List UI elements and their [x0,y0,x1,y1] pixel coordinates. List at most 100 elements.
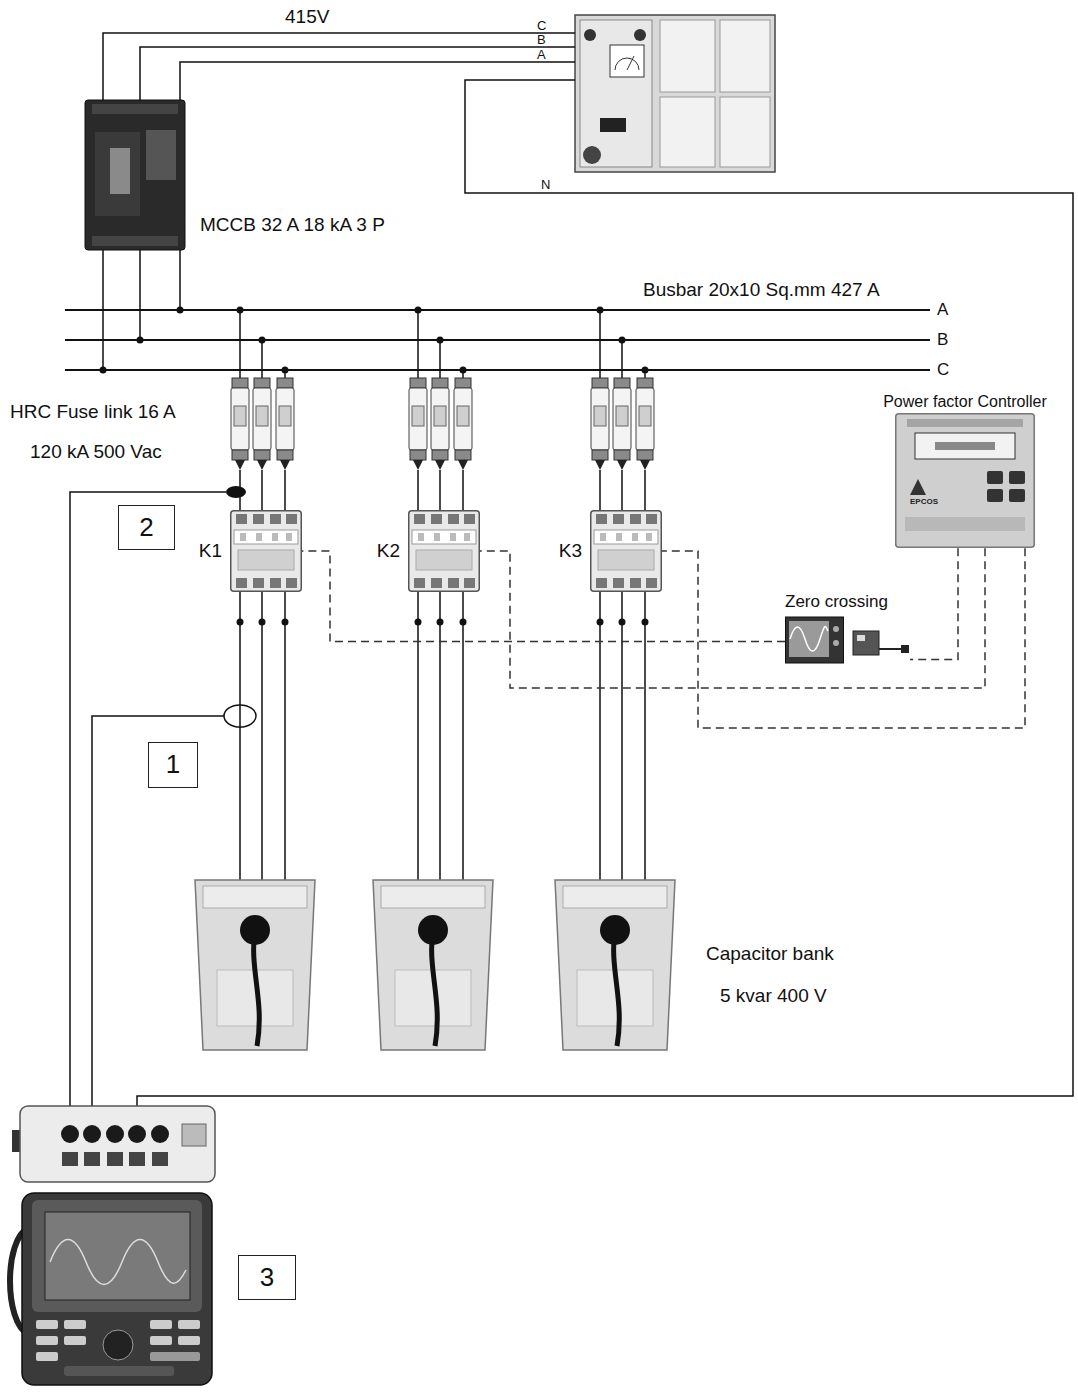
panel-door [720,20,770,92]
contactor: K2 [377,510,480,592]
contactor: K1 [199,510,302,592]
fuse-rating: 120 kA 500 Vac [30,441,162,464]
panel-door [660,20,715,92]
capacitor-unit [195,880,315,1050]
contactor-terminal [613,514,624,524]
callout-number: 2 [139,512,153,543]
breaker-terminals [92,236,178,246]
breaker-terminals [92,104,178,114]
junction-dot [642,619,649,626]
panel-door [660,97,715,167]
input-socket [62,1152,78,1166]
analyzer-input-module [12,1106,215,1182]
phase-label: B [537,33,546,46]
phase-label: A [537,48,546,61]
zero-crossing-module: Zero crossing [785,592,910,667]
contactor-indicator [464,533,470,541]
contactor-body [591,511,662,592]
hrc-fuse [253,378,271,470]
contactor-terminal [414,514,425,524]
contactor-indicator [600,533,606,541]
panel-knob [583,146,601,164]
contactor-terminal [448,578,459,588]
junction-dot [237,619,244,626]
control-wire [302,551,785,641]
scope-body [786,617,844,663]
contactor-indicator [256,533,262,541]
contactor-label: K2 [377,540,400,563]
voltage-clip [226,486,246,498]
analyzer-button [178,1320,200,1329]
neutral-label: N [541,178,550,191]
contactor-indicator [286,533,292,541]
control-wire [910,548,958,659]
contactor-window [412,530,476,544]
hrc-fuse [454,378,472,470]
junction-dot [460,367,467,374]
junction-dot [415,619,422,626]
capacitor-unit [555,880,675,1050]
contactor-terminal [270,514,281,524]
pilot-lamp [584,29,596,41]
phase-wire [140,47,575,100]
current-clamp [224,705,256,727]
junction-dot [177,307,184,314]
input-socket [84,1152,100,1166]
contactor-terminal [464,514,475,524]
junction-dot [259,619,266,626]
contactor-indicator [632,533,638,541]
contactor-indicator [646,533,652,541]
capacitor-label: Capacitor bank [706,943,834,966]
contactor-indicator [272,533,278,541]
contactor-indicator [434,533,440,541]
contactor-terminal [613,578,624,588]
hrc-fuse [409,378,427,470]
module-body [20,1106,215,1182]
callout-box: 2 [118,505,175,550]
fuse-label: HRC Fuse link 16 A [10,401,176,424]
input-socket [107,1152,123,1166]
contactor-terminal [414,578,425,588]
junction-dots [100,307,649,626]
scope-knob [833,640,839,646]
busbar-label: Busbar 20x10 Sq.mm 427 A [643,279,880,302]
contactor-body [231,511,302,592]
brand-label: EPCOS [910,497,938,507]
contactor-label: K1 [199,540,222,563]
module-heading: Zero crossing [785,592,888,612]
sensor-plug [901,645,909,653]
analyzer-button [36,1336,58,1345]
busbar [65,310,930,370]
contactor-symbol [590,510,662,592]
analyzer-button [150,1320,172,1329]
input-jack [128,1125,146,1143]
hrc-fuse [231,378,249,470]
contactor-terminal [236,578,247,588]
breaker-face [95,132,140,216]
junction-dot [437,619,444,626]
contactor-terminal [646,514,657,524]
contactor-terminal [630,514,641,524]
junction-dot [282,619,289,626]
contactor-terminal [596,514,607,524]
junction-dot [415,307,422,314]
contactor-terminal [646,578,657,588]
panel-door [580,20,652,167]
callout-number: 3 [260,1262,274,1293]
junction-dot [619,619,626,626]
contactor-face [416,550,472,570]
junction-dot [437,337,444,344]
controller-button [1009,489,1025,502]
contactor-symbol [408,510,480,592]
contactor-terminal [253,514,264,524]
contactor-indicator [616,533,622,541]
supply-wires [65,33,1073,1125]
contactor-terminal [236,514,247,524]
contactor-terminal [464,578,475,588]
brand-logo [910,479,926,495]
controller-band [905,517,1025,531]
input-socket [152,1152,168,1166]
contactor: K3 [559,510,662,592]
